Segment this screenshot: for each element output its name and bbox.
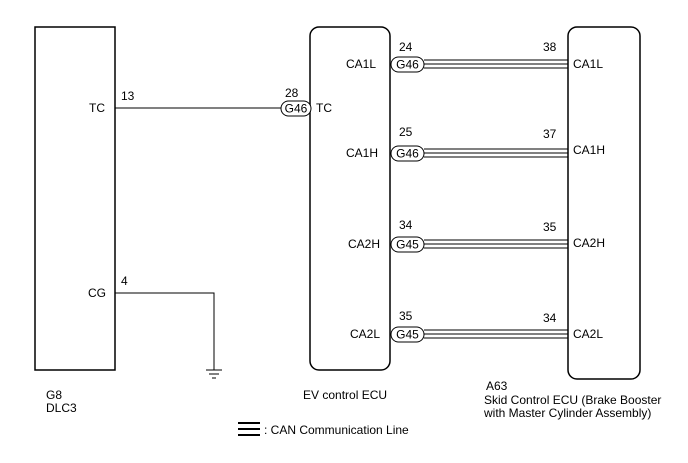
skid-pin-name-ca1l: CA1L [573,57,604,71]
skid-pin-name-ca2l: CA2L [573,327,604,341]
skid-ecu-name-line1: Skid Control ECU (Brake Booster [484,393,662,407]
dlc3-pin-name-tc: TC [89,101,105,115]
dlc3-pin-number-tc: 13 [121,89,135,103]
ev-pin-number-tc: 28 [285,86,299,100]
connector-tc-label: G46 [285,102,308,116]
connector-ca2h [390,236,425,253]
can-wires [424,59,568,339]
connector-ca1l [390,56,425,73]
connector-ca1h-label: G46 [396,147,419,161]
connector-tc [280,100,312,117]
legend-text: : CAN Communication Line [264,423,409,437]
skid-pin-name-ca1h: CA1H [573,143,606,157]
ground-symbol [206,369,222,379]
ev-pin-name-ca2h: CA2H [348,237,381,251]
can-wire-ca2l [424,329,568,339]
can-wire-ca1h [424,148,568,158]
connector-ca2l-label: G45 [396,328,419,342]
ev-pin-name-ca1h: CA1H [346,146,379,160]
skid-ecu-box [567,26,641,380]
ev-pin-name-ca1l: CA1L [346,57,377,71]
skid-ecu-id: A63 [486,379,508,393]
ev-pin-number-ca2l: 35 [399,309,413,323]
ev-pin-number-ca1l: 24 [399,40,413,54]
ev-ecu-box [309,26,391,371]
dlc3-pin-number-cg: 4 [121,274,128,288]
ev-pin-number-ca2h: 34 [399,218,413,232]
skid-pin-number-ca1h: 37 [543,127,557,141]
skid-pin-number-ca1l: 38 [543,40,557,54]
skid-ecu-name-line2: with Master Cylinder Assembly) [484,406,652,420]
can-wire-ca1l [424,59,568,69]
legend-can-symbol [238,422,260,436]
skid-pin-number-ca2l: 34 [543,311,557,325]
dlc3-name: DLC3 [46,401,77,415]
ev-ecu-name: EV control ECU [303,388,388,402]
ev-pin-name-ca2l: CA2L [350,327,381,341]
skid-pin-number-ca2h: 35 [543,220,557,234]
connector-ca2l [390,326,425,343]
ev-pin-number-ca1h: 25 [399,125,413,139]
can-wire-ca2h [424,239,568,249]
connector-ca1h [390,145,425,162]
dlc3-id: G8 [46,388,63,402]
dlc3-box [34,26,116,371]
connector-ca1l-label: G46 [396,58,419,72]
ev-pin-name-tc: TC [316,101,332,115]
skid-pin-name-ca2h: CA2H [573,236,606,250]
dlc3-pin-name-cg: CG [88,286,106,300]
connector-ca2h-label: G45 [396,238,419,252]
cg-ground-wire [115,292,215,370]
